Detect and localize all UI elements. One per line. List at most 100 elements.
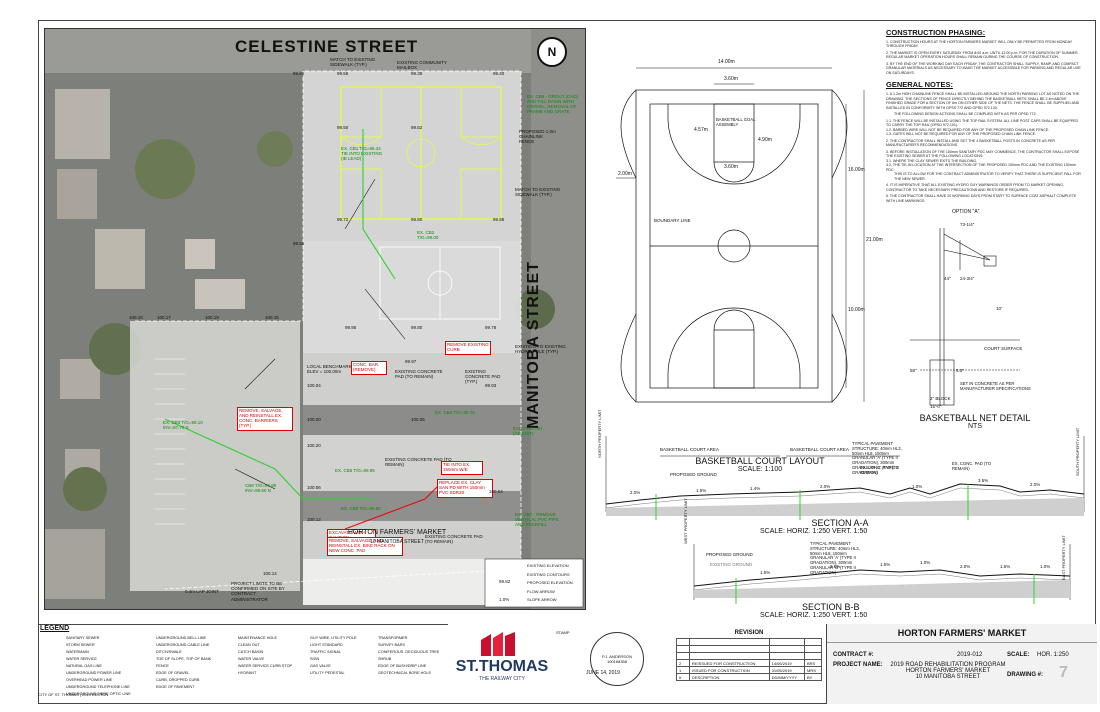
red-note-1: REMOVE, SALVAGE, AND REINSTALL EX. CONC.…: [237, 407, 293, 431]
legend-col-1: SANITARY SEWER STORM SEWER WATERMAIN WAT…: [66, 635, 131, 698]
court-dim-length: 21.00m: [866, 237, 883, 243]
court-svg: [616, 67, 865, 403]
general-notes-title: GENERAL NOTES:: [886, 80, 953, 90]
legend-item: UNDERGROUND BELL LINE: [156, 636, 207, 640]
section-a-title: SECTION A-A: [811, 518, 869, 528]
red-note-5: CONC. BAR. (REMOVE): [351, 361, 387, 375]
section-b: PROPOSED GROUND EXISTING GROUND WEST PRO…: [600, 498, 1088, 620]
rev-no: 1: [676, 666, 690, 674]
notes-panel: CONSTRUCTION PHASING: 1. CONSTRUCTION HO…: [886, 28, 1082, 203]
scale-value: HOR. 1:250: [1037, 652, 1069, 658]
legend-item: UNDERGROUND POWER LINE: [66, 671, 122, 675]
st-thomas-logo: ST.THOMAS THE RAILWAY CITY: [452, 630, 552, 690]
revision-title: REVISION: [734, 630, 764, 636]
elev: 99.55: [293, 241, 305, 246]
rev-date: 14/06/2019: [768, 659, 806, 667]
project-label: PROJECT NAME:: [833, 662, 883, 668]
green-note-7: CB8 T/G=99.80 INV=98.60 N: [245, 483, 277, 493]
market-address-label: 10 MANITOBA STREET: [370, 539, 424, 545]
green-note-8: EXISTING MH (ADJUST): [513, 426, 543, 436]
court-dim-half2: 10.00m: [848, 307, 865, 313]
elev: 100.12: [307, 517, 321, 522]
phasing-note: 3. BY THE END OF THE WORKING DAY EACH FR…: [886, 61, 1081, 75]
section-a: BASKETBALL COURT AREA BASKETBALL COURT A…: [597, 410, 1088, 534]
sheet-title: HORTON FARMERS' MARKET: [827, 624, 1097, 643]
title-block: HORTON FARMERS' MARKET CONTRACT #: 2019-…: [826, 624, 1097, 704]
section-a-label: SOUTH PROPERTY LIMIT: [1075, 427, 1080, 476]
rev-header-date: DD/MM/YYYY: [768, 673, 806, 681]
legend-item: NATURAL GAS LINE: [66, 664, 102, 668]
rev-by: BRS: [804, 659, 822, 667]
sheet-border: [38, 20, 1096, 704]
court-dim-key-top: 3.60m: [724, 76, 738, 82]
section-b-title: SECTION B-B: [802, 602, 860, 612]
pad-note-3: EXISTING CONCRETE PAD (TO REMAIN): [385, 457, 452, 468]
drawing-number: 7: [1059, 664, 1068, 681]
pad-note-1: EXISTING CONCRETE PAD (TO REMAIN): [395, 369, 443, 380]
section-b-label: EAST PROPERTY LIMIT: [1061, 535, 1066, 580]
section-b-scale: SCALE: HORIZ. 1:250 VERT. 1:50: [760, 612, 868, 619]
net-dim: 73-1/4": [960, 222, 975, 227]
project-limits-note: PROJECT LIMITS TO BE CONFIRMED ON SITE B…: [231, 581, 285, 602]
legend-item: MAINTENANCE HOLE: [238, 636, 278, 640]
remove-curb-note: REMOVE EXISTING CURB: [445, 341, 491, 355]
hydro-note: EXISTING TO EXISTING HYDRO POLE (TYP.): [515, 344, 566, 355]
phasing-note: 1. CONSTRUCTION HOURS AT THE HORTON FARM…: [886, 40, 1073, 49]
elev: 99.97: [405, 359, 417, 364]
court-dim-key: 3.60m: [724, 164, 738, 170]
legend-item: SANITARY SEWER: [66, 636, 100, 640]
slope-label: 1.0%: [912, 484, 923, 489]
project-name: 2019 ROAD REHABILITATION PROGRAM HORTON …: [883, 662, 1013, 680]
legend-item: UNDERGROUND CABLE LINE: [156, 643, 210, 647]
project-line: HORTON FARMERS' MARKET: [905, 668, 991, 674]
section-b-svg: [693, 544, 1071, 604]
green-note-9: EX. CB7 - REMOVE VERTICAL PVC PIPE AND B…: [515, 512, 559, 527]
rev-desc: REISSUED FOR CONSTRUCTION: [689, 659, 770, 667]
section-a-caption: SECTION A-A: [780, 518, 900, 528]
section-b-label: EXISTING GROUND: [710, 562, 753, 567]
project-line: 10 MANITOBA STREET: [915, 674, 981, 680]
court-dim-half: 16.00m: [848, 167, 865, 173]
logo-tagline: THE RAILWAY CITY: [479, 676, 525, 682]
general-note: 1.2. BARBED WIRE WILL NOT BE REQUIRED FO…: [886, 127, 1050, 132]
court-dim-width: 14.00m: [718, 59, 735, 65]
elev: 100.17: [157, 315, 171, 320]
red-note-4: TIE INTO EX. 150mm W/E: [441, 461, 483, 475]
elev: 100.05: [411, 417, 425, 422]
court-dim-keylen: 4.57m: [694, 127, 708, 133]
net-detail-scale: NTS: [968, 423, 982, 430]
legend-col-4: GUY WIRE, UTILITY POLE LIGHT STANDARD TR…: [310, 635, 357, 677]
legend-item: LIGHT STANDARD: [310, 643, 343, 647]
elev: 99.95: [345, 325, 357, 330]
elev: 99.93: [485, 383, 497, 388]
aerial-drawing: [45, 29, 585, 609]
elev: 99.72: [337, 217, 349, 222]
net-detail-title: BASKETBALL NET DETAIL: [919, 413, 1031, 423]
court-dim-side: 2.00m: [618, 171, 632, 177]
legend-item: HYDRANT: [238, 671, 257, 675]
court-layout-scale: SCALE: 1:100: [737, 466, 783, 473]
phasing-title: CONSTRUCTION PHASING:: [886, 28, 986, 37]
seal-name: P.J. ANDERSON: [602, 654, 632, 659]
plan-legend-item: EXISTING ELEVATION: [527, 563, 569, 568]
legend-col-5: TRANSFORMER SURVEY BARS CONIFEROUS, DECI…: [378, 635, 439, 677]
logo-wordmark: ST.THOMAS: [455, 658, 549, 675]
legend-item: CLEAN OUT: [238, 643, 260, 647]
table-row: 1 ISSUED FOR CONSTRUCTION 31/05/2019 MRS: [676, 666, 822, 674]
plan-legend-sample-elev: 99.82: [499, 579, 511, 584]
legend-item: UNDERGROUND FIBRE OPTIC LINE: [66, 692, 131, 696]
elev: 99.52: [411, 125, 423, 130]
legend-item: DITCH/SWALE: [156, 650, 182, 654]
court-layout-title: BASKETBALL COURT LAYOUT: [695, 456, 825, 466]
market-name-label: HORTON FARMERS' MARKET: [347, 529, 447, 536]
legend-col-3: MAINTENANCE HOLE CLEAN OUT CATCH BASIN W…: [238, 635, 292, 677]
legend-item: EDGE OF GRAVEL: [156, 671, 190, 675]
section-a-label: EX. CONC. PAD (TO REMAIN): [952, 461, 992, 471]
stamp-area: STAMP P.J. ANDERSON 100168358 JUNE 14, 2…: [556, 630, 674, 690]
elev: 100.20: [307, 443, 321, 448]
legend-panel: LEGEND SANITARY SEWER STORM SEWER WATERM…: [38, 624, 448, 696]
legend-item: STORM SEWER: [66, 643, 95, 647]
court-layout-drawing: 14.00m 3.60m 3.60m 4.57m 4.90m 2.00m 16.…: [596, 58, 883, 473]
section-b-label: PROPOSED GROUND: [706, 552, 753, 557]
legend-item: CONIFEROUS, DECIDUOUS TREE: [378, 650, 440, 654]
